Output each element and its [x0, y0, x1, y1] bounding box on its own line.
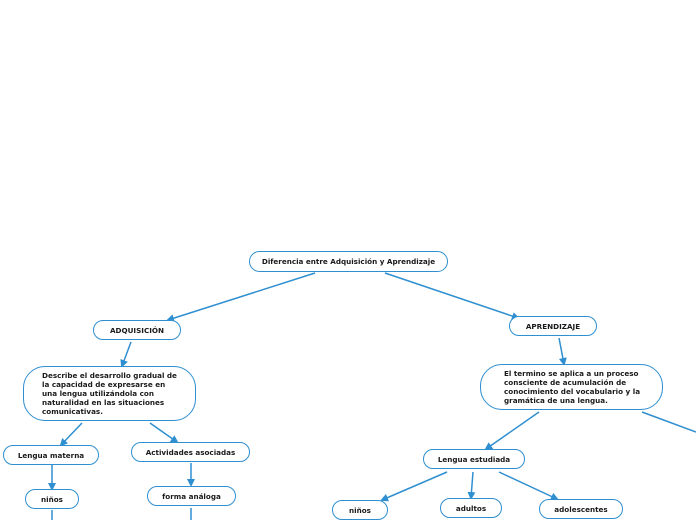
connector-description-lengua-materna: [59, 422, 83, 447]
aprendizaje-node-label: APRENDIZAJE: [525, 321, 581, 331]
adquisicion-description-node[interactable]: Describe el desarrollo gradual de la cap…: [23, 366, 196, 421]
aprendizaje-node[interactable]: APRENDIZAJE: [509, 316, 597, 336]
adquisicion-node-label: ADQUISICIÓN: [109, 325, 165, 335]
connector-aprendizaje-description: [558, 337, 567, 366]
root-node[interactable]: Diferencia entre Adquisición y Aprendiza…: [249, 251, 448, 272]
forma-analoga-label: forma análoga: [162, 491, 221, 501]
connector-description-lengua-estudiada: [484, 411, 540, 451]
aprendizaje-ninos-label: niños: [349, 505, 371, 515]
connector-description-actividades: [149, 422, 179, 444]
lengua-estudiada-label: Lengua estudiada: [437, 454, 511, 464]
actividades-asociadas-label: Actividades asociadas: [145, 447, 236, 457]
lengua-materna-label: Lengua materna: [17, 450, 85, 460]
connector-estudiada-adolescentes: [498, 471, 559, 501]
forma-analoga-node[interactable]: forma análoga: [147, 486, 236, 506]
adquisicion-description-text: Describe el desarrollo gradual de la cap…: [42, 371, 177, 416]
lengua-materna-node[interactable]: Lengua materna: [3, 445, 99, 465]
actividades-asociadas-node[interactable]: Actividades asociadas: [131, 442, 250, 462]
lengua-estudiada-node[interactable]: Lengua estudiada: [423, 449, 525, 469]
aprendizaje-description-node[interactable]: El termino se aplica a un proceso consci…: [480, 364, 663, 410]
adquisicion-ninos-label: niños: [41, 494, 63, 504]
connector-adquisicion-description: [120, 341, 132, 368]
adolescentes-label: adolescentes: [554, 504, 608, 514]
adolescentes-node[interactable]: adolescentes: [539, 499, 623, 519]
root-node-label: Diferencia entre Adquisición y Aprendiza…: [261, 257, 436, 266]
connector-estudiada-adultos: [467, 471, 476, 500]
aprendizaje-ninos-node[interactable]: niños: [332, 500, 388, 520]
connector-description-offscreen: [641, 411, 696, 433]
adquisicion-node[interactable]: ADQUISICIÓN: [93, 320, 181, 340]
adultos-label: adultos: [455, 503, 487, 513]
connector-root-adquisicion: [166, 272, 316, 322]
aprendizaje-description-text: El termino se aplica a un proceso consci…: [504, 369, 641, 405]
connector-estudiada-ninos: [380, 471, 448, 502]
adquisicion-ninos-node[interactable]: niños: [25, 489, 79, 509]
connector-root-aprendizaje: [384, 272, 520, 320]
adultos-node[interactable]: adultos: [440, 498, 502, 518]
